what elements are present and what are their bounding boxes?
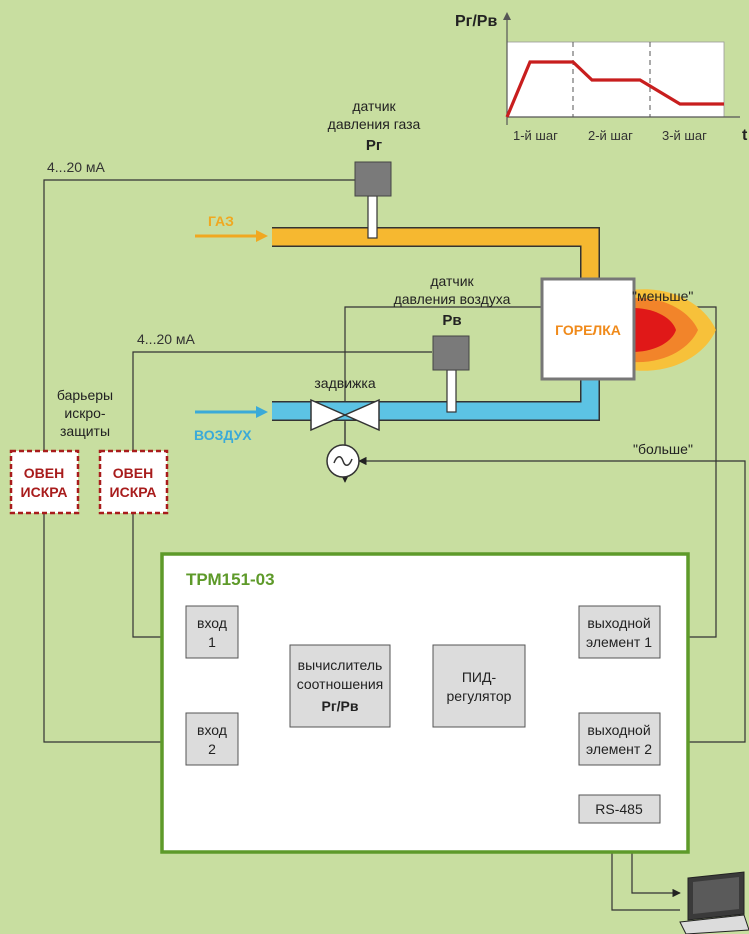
air-pressure-sensor (432, 335, 470, 413)
air-label: ВОЗДУХ (194, 427, 252, 443)
calc-line2: соотношения (297, 676, 384, 692)
valve-label: задвижка (314, 375, 375, 391)
iskra-2-line1: ОВЕН (113, 465, 153, 481)
ratio-curve (505, 60, 724, 118)
iskra-barrier-2: ОВЕН ИСКРА (98, 449, 169, 515)
controller-title: ТРМ151-03 (186, 570, 275, 589)
output-1-line1: выходной (587, 615, 650, 631)
servo-motor-icon (326, 444, 360, 478)
command-more-label: "больше" (633, 441, 693, 457)
input-2-line1: вход (197, 722, 227, 738)
chart-step-3: 3-й шаг (662, 128, 707, 143)
rs485-block: RS-485 (578, 794, 661, 824)
chart-step-2: 2-й шаг (588, 128, 633, 143)
iskra-1-line2: ИСКРА (21, 484, 68, 500)
controller-trm151: ТРМ151-03 вход 1 вход 2 вычислитель соот… (160, 552, 690, 854)
air-sensor-caption-1: датчик (430, 273, 474, 289)
iskra-2-line2: ИСКРА (110, 484, 157, 500)
chart-x-label: t (742, 127, 748, 144)
input-1-line2: 1 (208, 634, 216, 650)
command-less-label: "меньше" (632, 288, 693, 304)
barriers-caption-2: искро- (64, 405, 106, 421)
gas-sensor-caption-2: давления газа (328, 116, 421, 132)
input-2-line2: 2 (208, 741, 216, 757)
air-current-label: 4...20 мА (137, 331, 196, 347)
laptop-icon (679, 871, 749, 934)
gas-sensor-caption-1: датчик (352, 98, 396, 114)
iskra-barrier-1: ОВЕН ИСКРА (9, 449, 80, 515)
valve-icon (310, 398, 380, 432)
calc-line1: вычислитель (298, 657, 383, 673)
barriers-caption-3: защиты (60, 423, 110, 439)
gas-pipe (272, 227, 600, 280)
gas-sensor-symbol: Рг (366, 137, 382, 154)
ratio-calculator-block: вычислитель соотношения Рг/Рв (289, 644, 391, 728)
ratio-chart: Рг/Рв t 1-й шаг 2-й шаг 3-й шаг (455, 12, 748, 144)
pid-line1: ПИД- (462, 669, 497, 685)
chart-y-label: Рг/Рв (455, 13, 497, 30)
input-1-line1: вход (197, 615, 227, 631)
air-sensor-caption-2: давления воздуха (394, 291, 511, 307)
air-sensor-symbol: Рв (442, 312, 461, 329)
flame-icon (632, 289, 716, 371)
input-2-block: вход 2 (185, 712, 239, 766)
gas-pressure-sensor (354, 161, 392, 239)
rs485-label: RS-485 (595, 801, 643, 817)
gas-current-label: 4...20 мА (47, 159, 106, 175)
burner-label: ГОРЕЛКА (555, 322, 621, 338)
gas-label: ГАЗ (208, 213, 234, 229)
iskra-1-line1: ОВЕН (24, 465, 64, 481)
pid-line2: регулятор (447, 688, 512, 704)
output-2-block: выходной элемент 2 (578, 712, 661, 766)
chart-step-1: 1-й шаг (513, 128, 558, 143)
pid-controller-block: ПИД- регулятор (432, 644, 526, 728)
burner-box (540, 277, 636, 381)
output-1-block: выходной элемент 1 (578, 605, 661, 659)
output-1-line2: элемент 1 (586, 634, 652, 650)
calc-line3: Рг/Рв (321, 698, 358, 714)
output-2-line1: выходной (587, 722, 650, 738)
output-2-line2: элемент 2 (586, 741, 652, 757)
barriers-caption-1: барьеры (57, 387, 113, 403)
input-1-block: вход 1 (185, 605, 239, 659)
